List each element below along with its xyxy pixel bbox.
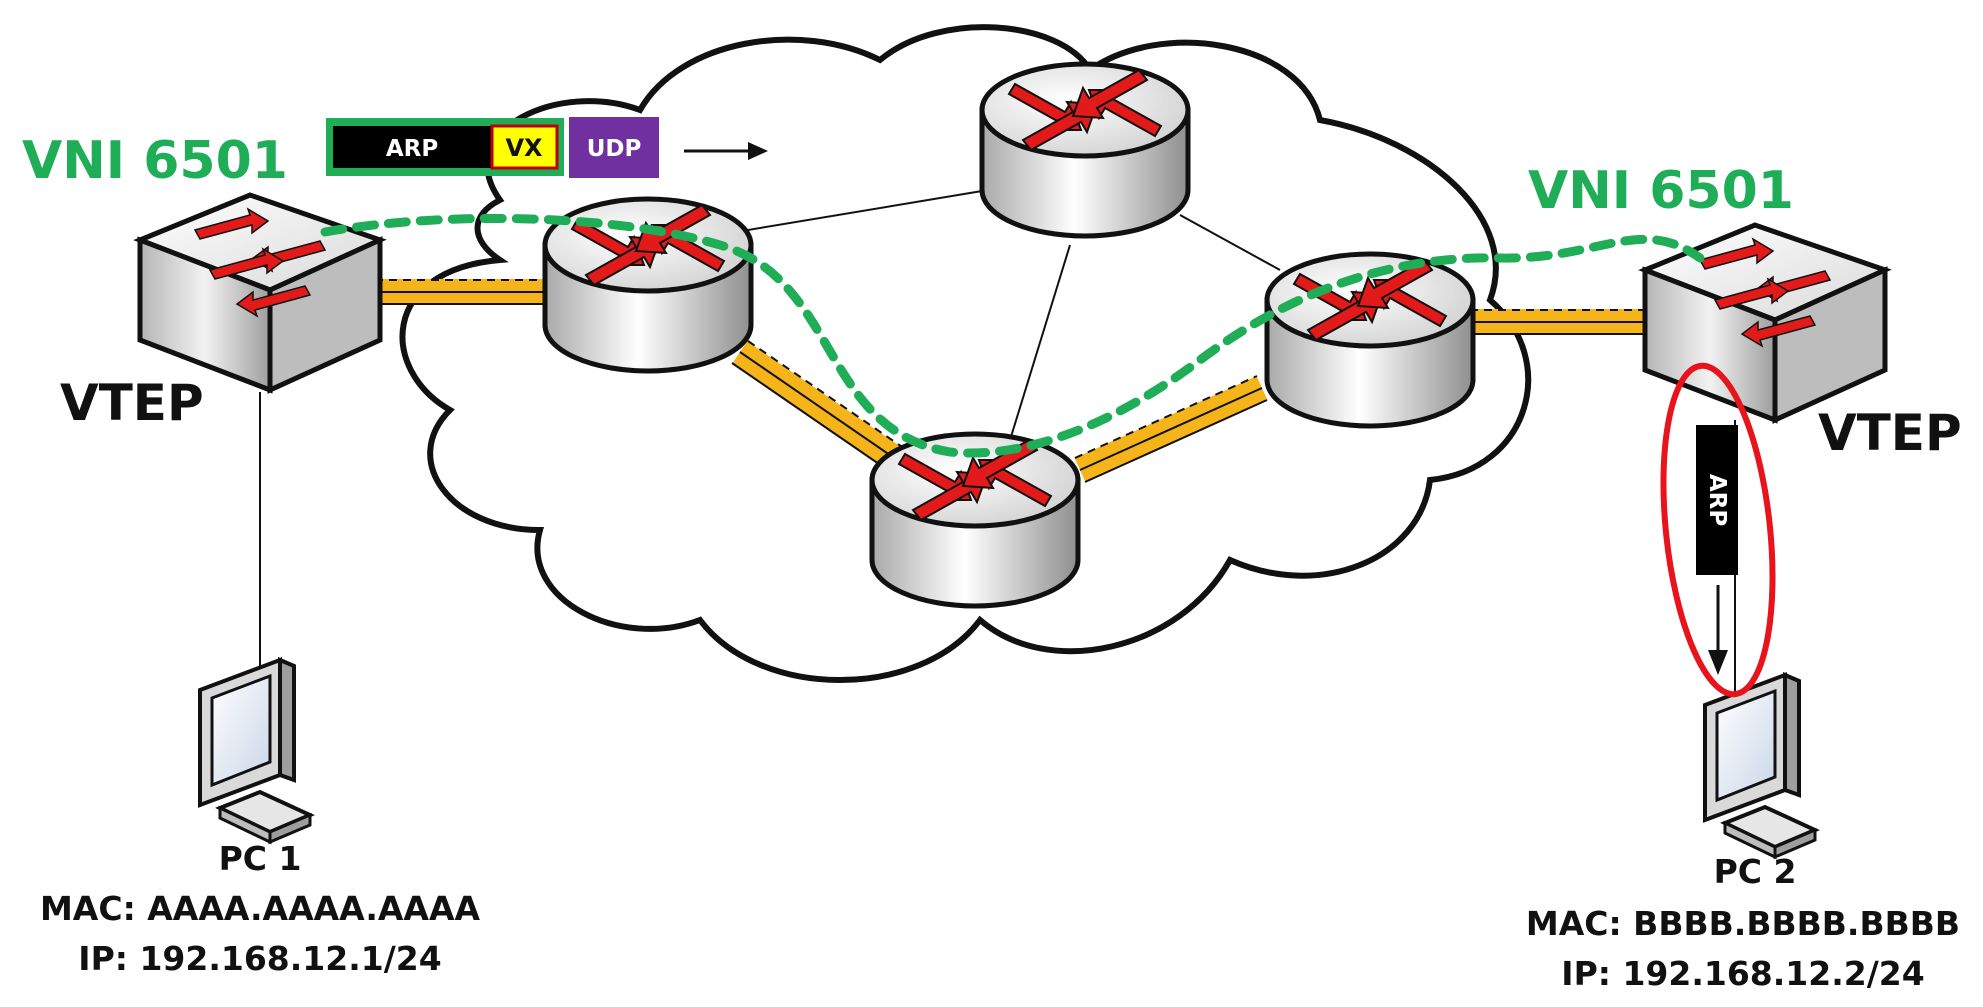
router-r2 — [982, 64, 1188, 236]
encapsulated-packet: ARP VX UDP — [326, 117, 768, 178]
pc1-monitor-icon — [198, 658, 312, 844]
direction-arrowhead — [748, 142, 768, 160]
left-vni-label: VNI 6501 — [22, 131, 288, 191]
pc2-mac: MAC: BBBB.BBBB.BBBB — [1526, 904, 1960, 943]
pc1-name: PC 1 — [219, 839, 302, 878]
udp-header-block — [569, 117, 659, 178]
arp-payload-label: ARP — [386, 136, 438, 162]
vxlan-header-block — [490, 124, 559, 170]
pc2-monitor-icon — [1703, 673, 1817, 859]
router-r3 — [1267, 254, 1473, 426]
vxlan-tunnel-path — [320, 213, 1705, 458]
link-r3-to-right-vtep — [1470, 309, 1645, 335]
decapsulated-arp-packet: ARP — [1660, 362, 1776, 698]
vtep-switch-right — [1645, 225, 1885, 420]
arp-frame-block — [1696, 425, 1738, 575]
right-vtep-label: VTEP — [1818, 404, 1962, 462]
left-vtep-label: VTEP — [60, 374, 204, 432]
arp-frame-label: ARP — [1704, 474, 1730, 526]
vxlan-header-label: VX — [505, 134, 543, 162]
link-r1-to-r4 — [731, 340, 909, 474]
physical-links — [375, 279, 1645, 483]
pc2-ip: IP: 192.168.12.2/24 — [1561, 954, 1924, 993]
pc1-ip: IP: 192.168.12.1/24 — [78, 939, 441, 978]
arp-down-arrowhead — [1708, 650, 1728, 675]
link-left-vtep-to-r1 — [375, 279, 545, 305]
udp-header-label: UDP — [587, 136, 642, 162]
highlight-circle — [1660, 362, 1776, 698]
ip-underlay-cloud — [399, 24, 1532, 683]
right-vni-label: VNI 6501 — [1528, 161, 1794, 221]
link-r4-to-r3 — [1074, 375, 1268, 483]
vtep-switch-left — [140, 195, 380, 390]
arp-payload-block — [333, 126, 491, 168]
pc1-mac: MAC: AAAA.AAAA.AAAA — [40, 889, 481, 928]
router-r4 — [872, 434, 1078, 606]
pc2-name: PC 2 — [1714, 852, 1797, 891]
